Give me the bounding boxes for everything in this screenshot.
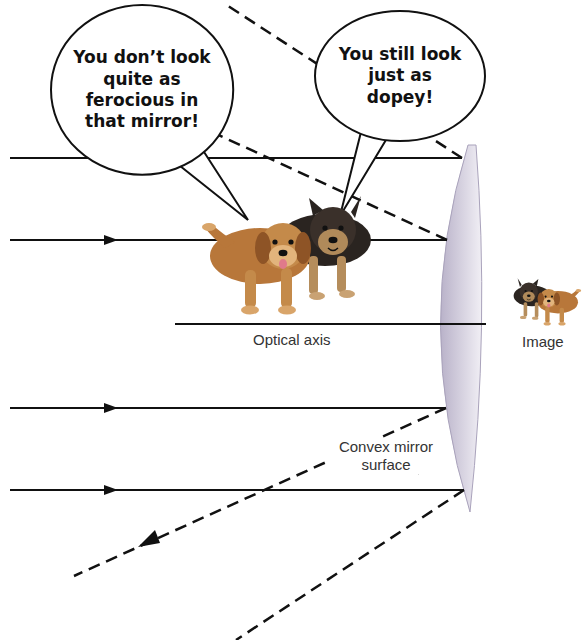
speech-text: You don’t look quite as ferocious in tha… — [72, 47, 212, 132]
convex-mirror — [440, 145, 481, 512]
incident-ray — [10, 489, 464, 491]
diagram-label: Convex mirror surface — [326, 438, 446, 474]
dogs-image — [514, 278, 582, 325]
ray-arrowhead — [104, 485, 118, 495]
speech-text: You still look just as dopey! — [336, 44, 464, 108]
diagram-label: Image — [522, 333, 564, 351]
reflected-ray — [74, 408, 446, 576]
incident-ray — [10, 407, 446, 409]
bubble-tail — [340, 128, 392, 216]
speech-bubble: You don’t look quite as ferocious in tha… — [50, 4, 234, 176]
ray-arrowhead — [138, 530, 160, 547]
dogs — [202, 196, 371, 315]
reflected-ray — [236, 490, 464, 640]
speech-bubble: You still look just as dopey! — [314, 10, 486, 142]
diagram-label: Optical axis — [253, 331, 331, 349]
incident-ray — [10, 157, 462, 159]
ray-arrowhead — [104, 403, 118, 413]
ray-arrowhead — [104, 235, 118, 245]
optical-axis — [175, 323, 486, 325]
